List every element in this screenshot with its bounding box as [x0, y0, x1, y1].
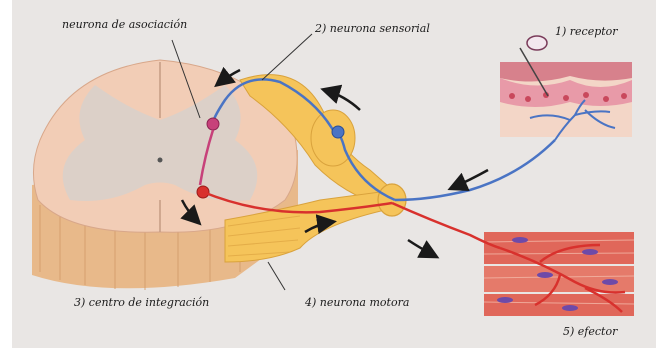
- motor-label-pointer: [268, 262, 285, 290]
- central-canal: [158, 158, 163, 163]
- skin-receptor-panel: [500, 36, 632, 140]
- sensory-neuron-cell-body: [332, 126, 344, 138]
- association-neuron-cell-body: [207, 118, 219, 130]
- effector-label: 5) efector: [563, 325, 617, 338]
- integration-center-label: 3) centro de integración: [74, 296, 209, 309]
- receptor-label: 1) receptor: [555, 25, 618, 38]
- pain-stimulus-pin-icon: [527, 36, 547, 50]
- left-margin-strip: [0, 0, 12, 348]
- association-neuron-label: neurona de asociación: [62, 18, 187, 31]
- sensory-neuron-label: 2) neurona sensorial: [315, 22, 430, 35]
- sensory-label-pointer: [262, 34, 312, 80]
- motor-neuron-label: 4) neurona motora: [305, 296, 409, 309]
